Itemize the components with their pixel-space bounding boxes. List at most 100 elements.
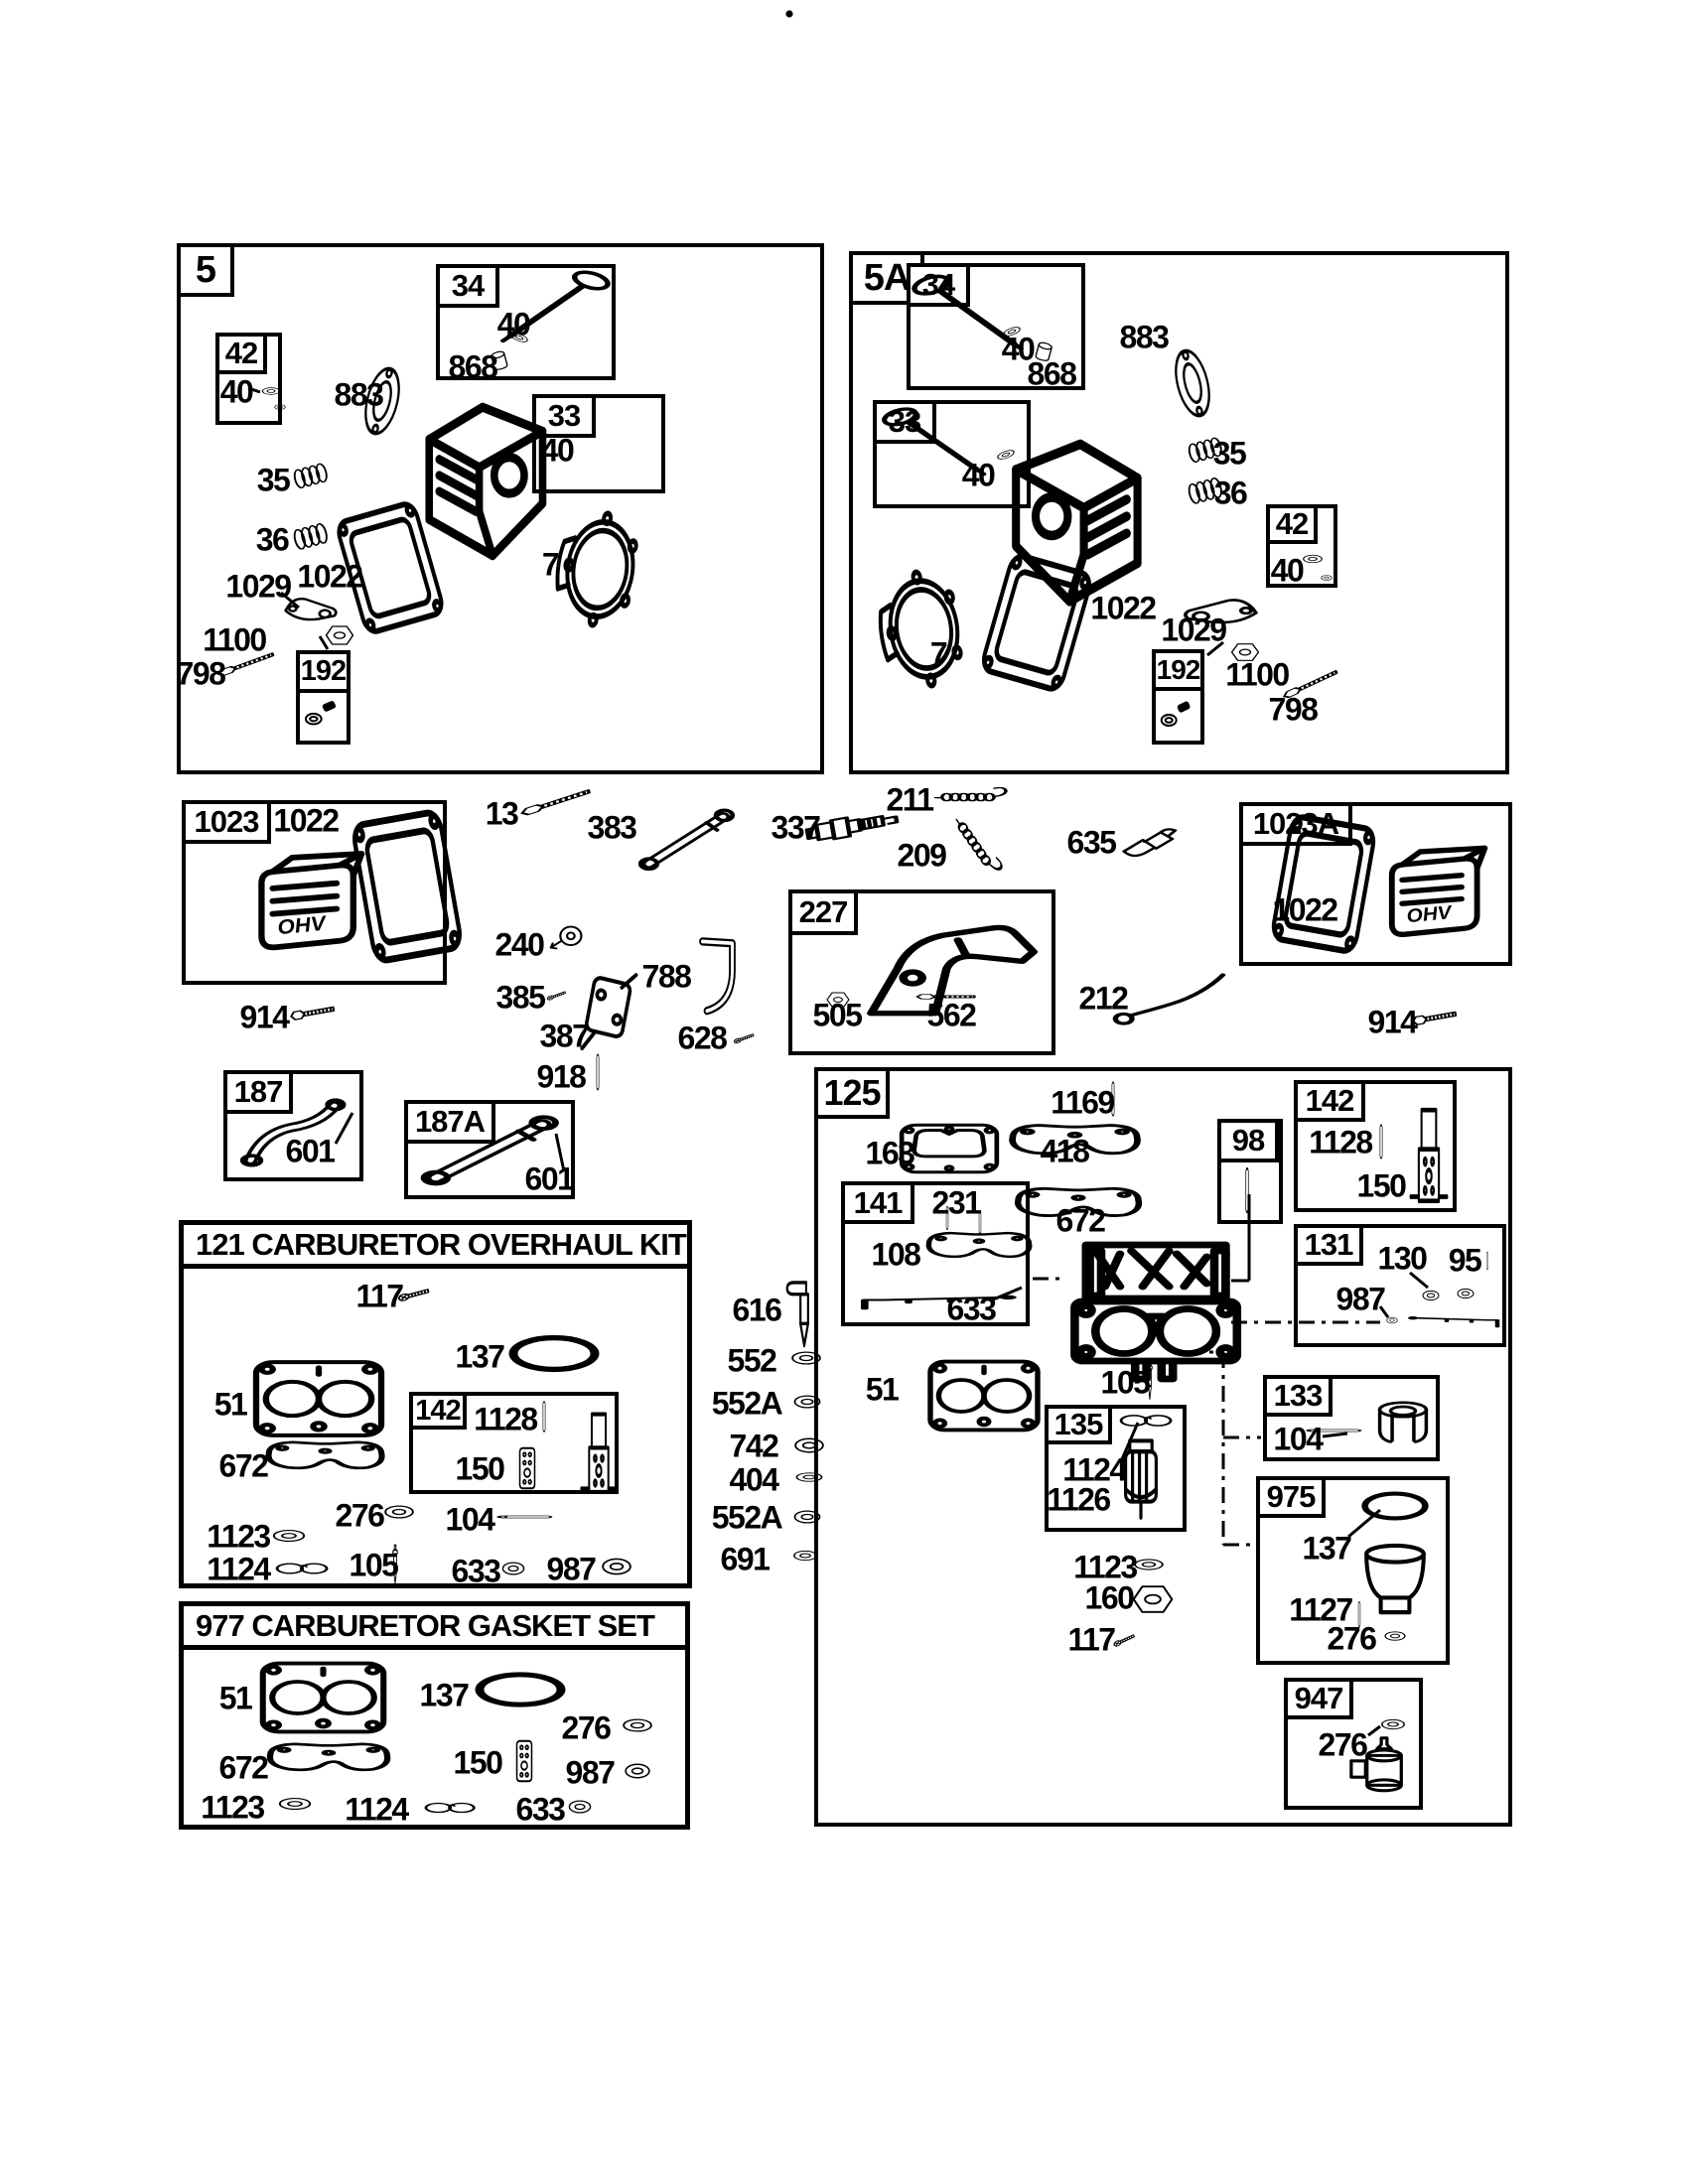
gasket2-icon <box>249 1354 388 1443</box>
frame-125: 125 <box>814 1067 1512 1827</box>
part-label-1022: 1022 <box>1090 590 1157 626</box>
valve-icon <box>880 405 993 478</box>
kit-title-977: 977 CARBURETOR GASKET SET <box>184 1606 685 1650</box>
part-label-1128: 1128 <box>474 1401 538 1437</box>
washer-icon <box>564 1793 596 1821</box>
part-label-104: 104 <box>1273 1421 1324 1457</box>
pin-icon <box>591 1052 605 1092</box>
frame-142: 142 <box>409 1392 619 1494</box>
wire-icon <box>1112 964 1231 1032</box>
part-label-212: 212 <box>1078 980 1129 1017</box>
spring-icon <box>1183 430 1230 470</box>
part-label-150: 150 <box>453 1744 503 1781</box>
sparkplug-icon <box>802 794 907 858</box>
frame-131-tab: 131 <box>1294 1224 1363 1266</box>
springext-icon <box>933 783 1012 811</box>
washer-icon <box>620 1755 655 1787</box>
part-label-276: 276 <box>561 1709 612 1746</box>
part-label-798: 798 <box>1268 691 1319 728</box>
tubeS-icon <box>418 1108 566 1191</box>
part-label-51: 51 <box>865 1371 900 1408</box>
part-label-1123: 1123 <box>201 1789 265 1826</box>
gasket2-icon <box>256 1656 390 1739</box>
frame-142-tab: 142 <box>1294 1080 1365 1122</box>
frame-5A: 5A <box>849 251 1509 774</box>
part-label-672: 672 <box>218 1749 269 1786</box>
part-label-104: 104 <box>445 1501 495 1538</box>
part-label-1123: 1123 <box>1073 1549 1138 1585</box>
frame-192: 192 <box>1152 649 1204 745</box>
bolt-icon <box>1277 661 1343 708</box>
part-label-105: 105 <box>349 1547 399 1583</box>
ohv-icon: OHV <box>1371 840 1500 958</box>
part-label-40: 40 <box>1270 552 1305 589</box>
gasket2-icon <box>924 1354 1044 1437</box>
screw-icon <box>544 983 574 1007</box>
washer-icon <box>617 1711 658 1739</box>
frame-142: 142 <box>1294 1080 1457 1212</box>
part-label-1100: 1100 <box>1225 656 1290 693</box>
frame-227-tab: 227 <box>788 889 858 935</box>
part-label-672: 672 <box>218 1447 269 1484</box>
frame-5-tab: 5 <box>177 243 234 297</box>
cap-icon <box>1026 336 1061 370</box>
part-label-1128: 1128 <box>1309 1124 1373 1160</box>
frame-187: 187 <box>223 1070 363 1181</box>
pin-icon <box>1374 1123 1388 1160</box>
washer-icon <box>1384 1313 1400 1327</box>
gplate-icon <box>974 546 1098 699</box>
frame-98-tab: 98 <box>1217 1119 1279 1162</box>
washer-icon <box>788 1388 826 1416</box>
tube142-icon <box>1406 1106 1452 1209</box>
gwing-icon <box>258 1433 392 1492</box>
part-label-616: 616 <box>732 1292 782 1328</box>
part-label-1126: 1126 <box>1047 1481 1111 1518</box>
bolt-icon <box>1409 1000 1461 1035</box>
part-label-137: 137 <box>1302 1530 1352 1567</box>
rod-icon <box>858 1275 1027 1318</box>
springext-icon <box>943 809 1011 886</box>
washer-icon <box>1319 572 1334 584</box>
part-label-130: 130 <box>1377 1240 1428 1277</box>
pin-icon <box>1106 1080 1120 1118</box>
part-label-40: 40 <box>219 373 254 410</box>
washer-icon <box>266 1523 312 1549</box>
part-label-601: 601 <box>285 1133 336 1169</box>
floats-icon <box>1116 1404 1180 1437</box>
frame-947-tab: 947 <box>1284 1678 1353 1719</box>
frame-135: 135 <box>1045 1405 1187 1532</box>
ohv-icon: OHV <box>239 845 378 973</box>
tubeC-icon <box>239 1093 352 1171</box>
rod-icon <box>1402 1300 1501 1334</box>
part-label-36: 36 <box>1213 475 1248 511</box>
spring-icon <box>288 515 337 557</box>
part-label-914: 914 <box>1367 1004 1418 1040</box>
oring-icon <box>471 1662 570 1717</box>
rocker-icon <box>1178 582 1261 637</box>
pin-icon <box>1483 1251 1491 1271</box>
needle616-icon <box>780 1277 828 1350</box>
frame-33-tab: 33 <box>532 394 596 438</box>
part-label-40: 40 <box>540 432 575 469</box>
plugset-icon <box>300 691 346 735</box>
part-label-1029: 1029 <box>225 568 292 605</box>
frame-1023: 1023 <box>182 800 447 985</box>
part-label-1127: 1127 <box>1289 1591 1353 1628</box>
part-label-150: 150 <box>455 1450 505 1487</box>
pinh-icon <box>1306 1424 1366 1437</box>
frame-192: 192 <box>296 650 351 745</box>
svg-text:OHV: OHV <box>276 911 329 939</box>
tube142-icon <box>577 1411 621 1499</box>
part-label-635: 635 <box>1066 824 1117 861</box>
part-label-35: 35 <box>256 462 291 498</box>
gplate-icon <box>330 494 451 641</box>
part-label-160: 160 <box>1084 1579 1135 1616</box>
part-label-868: 868 <box>448 348 498 385</box>
washer-icon <box>991 443 1021 467</box>
bolt-icon <box>212 643 280 686</box>
frame-1023-tab: 1023 <box>182 800 271 844</box>
part-label-788: 788 <box>641 958 692 995</box>
svg-text:OHV: OHV <box>1406 902 1455 927</box>
part-label-383: 383 <box>587 809 637 846</box>
goval-icon <box>350 358 416 444</box>
